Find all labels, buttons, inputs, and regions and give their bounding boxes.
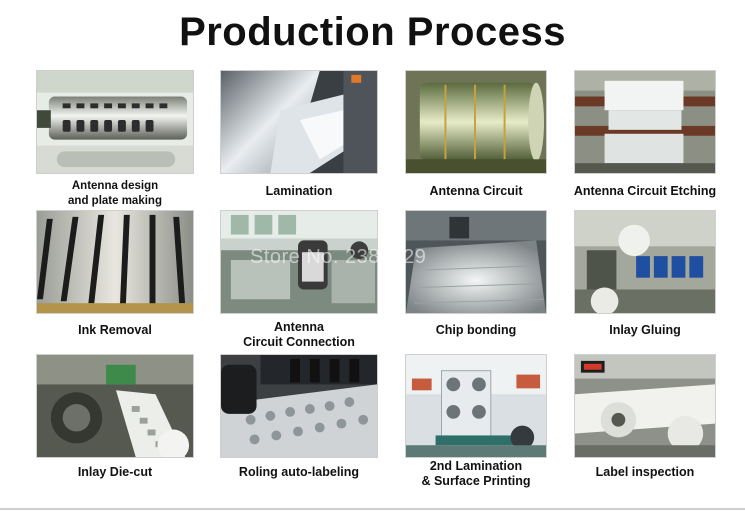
caption-line-1: Ink Removal	[78, 323, 152, 337]
page-title: Production Process	[179, 10, 566, 54]
step-caption: Antenna Circuit Etching	[560, 184, 730, 199]
caption-line-2: & Surface Printing	[421, 474, 531, 488]
caption-line-1: Label inspection	[595, 465, 695, 479]
step-caption: Chip bonding	[405, 323, 547, 338]
step-caption: Inlay Gluing	[574, 323, 716, 338]
foil-lamination-photo	[220, 70, 378, 174]
caption-line-1: Lamination	[265, 184, 333, 198]
caption-line-1: Chip bonding	[435, 323, 517, 337]
step-caption: Antenna Circuit	[395, 184, 557, 199]
caption-line-1: Antenna Circuit	[429, 184, 523, 198]
caption-line-1: Inlay Gluing	[609, 323, 681, 337]
step-caption: Antenna design and plate making	[36, 179, 194, 209]
caption-line-1: Antenna	[274, 320, 324, 334]
surface-printing-machine-photo	[405, 354, 547, 458]
step-caption: Inlay Die-cut	[36, 465, 194, 480]
caption-line-1: Roling auto-labeling	[238, 465, 360, 479]
etching-machine-photo	[574, 70, 716, 174]
chip-bonding-sheet-photo	[405, 210, 547, 314]
step-caption: Antenna Circuit Connection	[220, 320, 378, 350]
gravure-plate-cylinder-photo	[36, 70, 194, 174]
inlay-gluing-machine-photo	[574, 210, 716, 314]
caption-line-2: Circuit Connection	[243, 335, 355, 349]
ink-removal-slots-photo	[36, 210, 194, 314]
step-caption: Label inspection	[574, 465, 716, 480]
step-caption: Ink Removal	[36, 323, 194, 338]
caption-line-1: Antenna design	[71, 180, 159, 192]
caption-line-1: Inlay Die-cut	[77, 465, 153, 479]
bottom-divider	[0, 508, 745, 510]
step-caption: Roling auto-labeling	[214, 465, 384, 480]
label-inspection-machine-photo	[574, 354, 716, 458]
auto-labeling-photo	[220, 354, 378, 458]
step-caption: Lamination	[220, 184, 378, 199]
die-cut-machine-photo	[36, 354, 194, 458]
antenna-circuit-roll-photo	[405, 70, 547, 174]
step-caption: 2nd Lamination & Surface Printing	[395, 459, 557, 489]
caption-line-2: and plate making	[68, 195, 162, 207]
caption-line-1: 2nd Lamination	[429, 459, 523, 473]
caption-line-1: Antenna Circuit Etching	[573, 184, 717, 198]
circuit-connection-workshop-photo	[220, 210, 378, 314]
